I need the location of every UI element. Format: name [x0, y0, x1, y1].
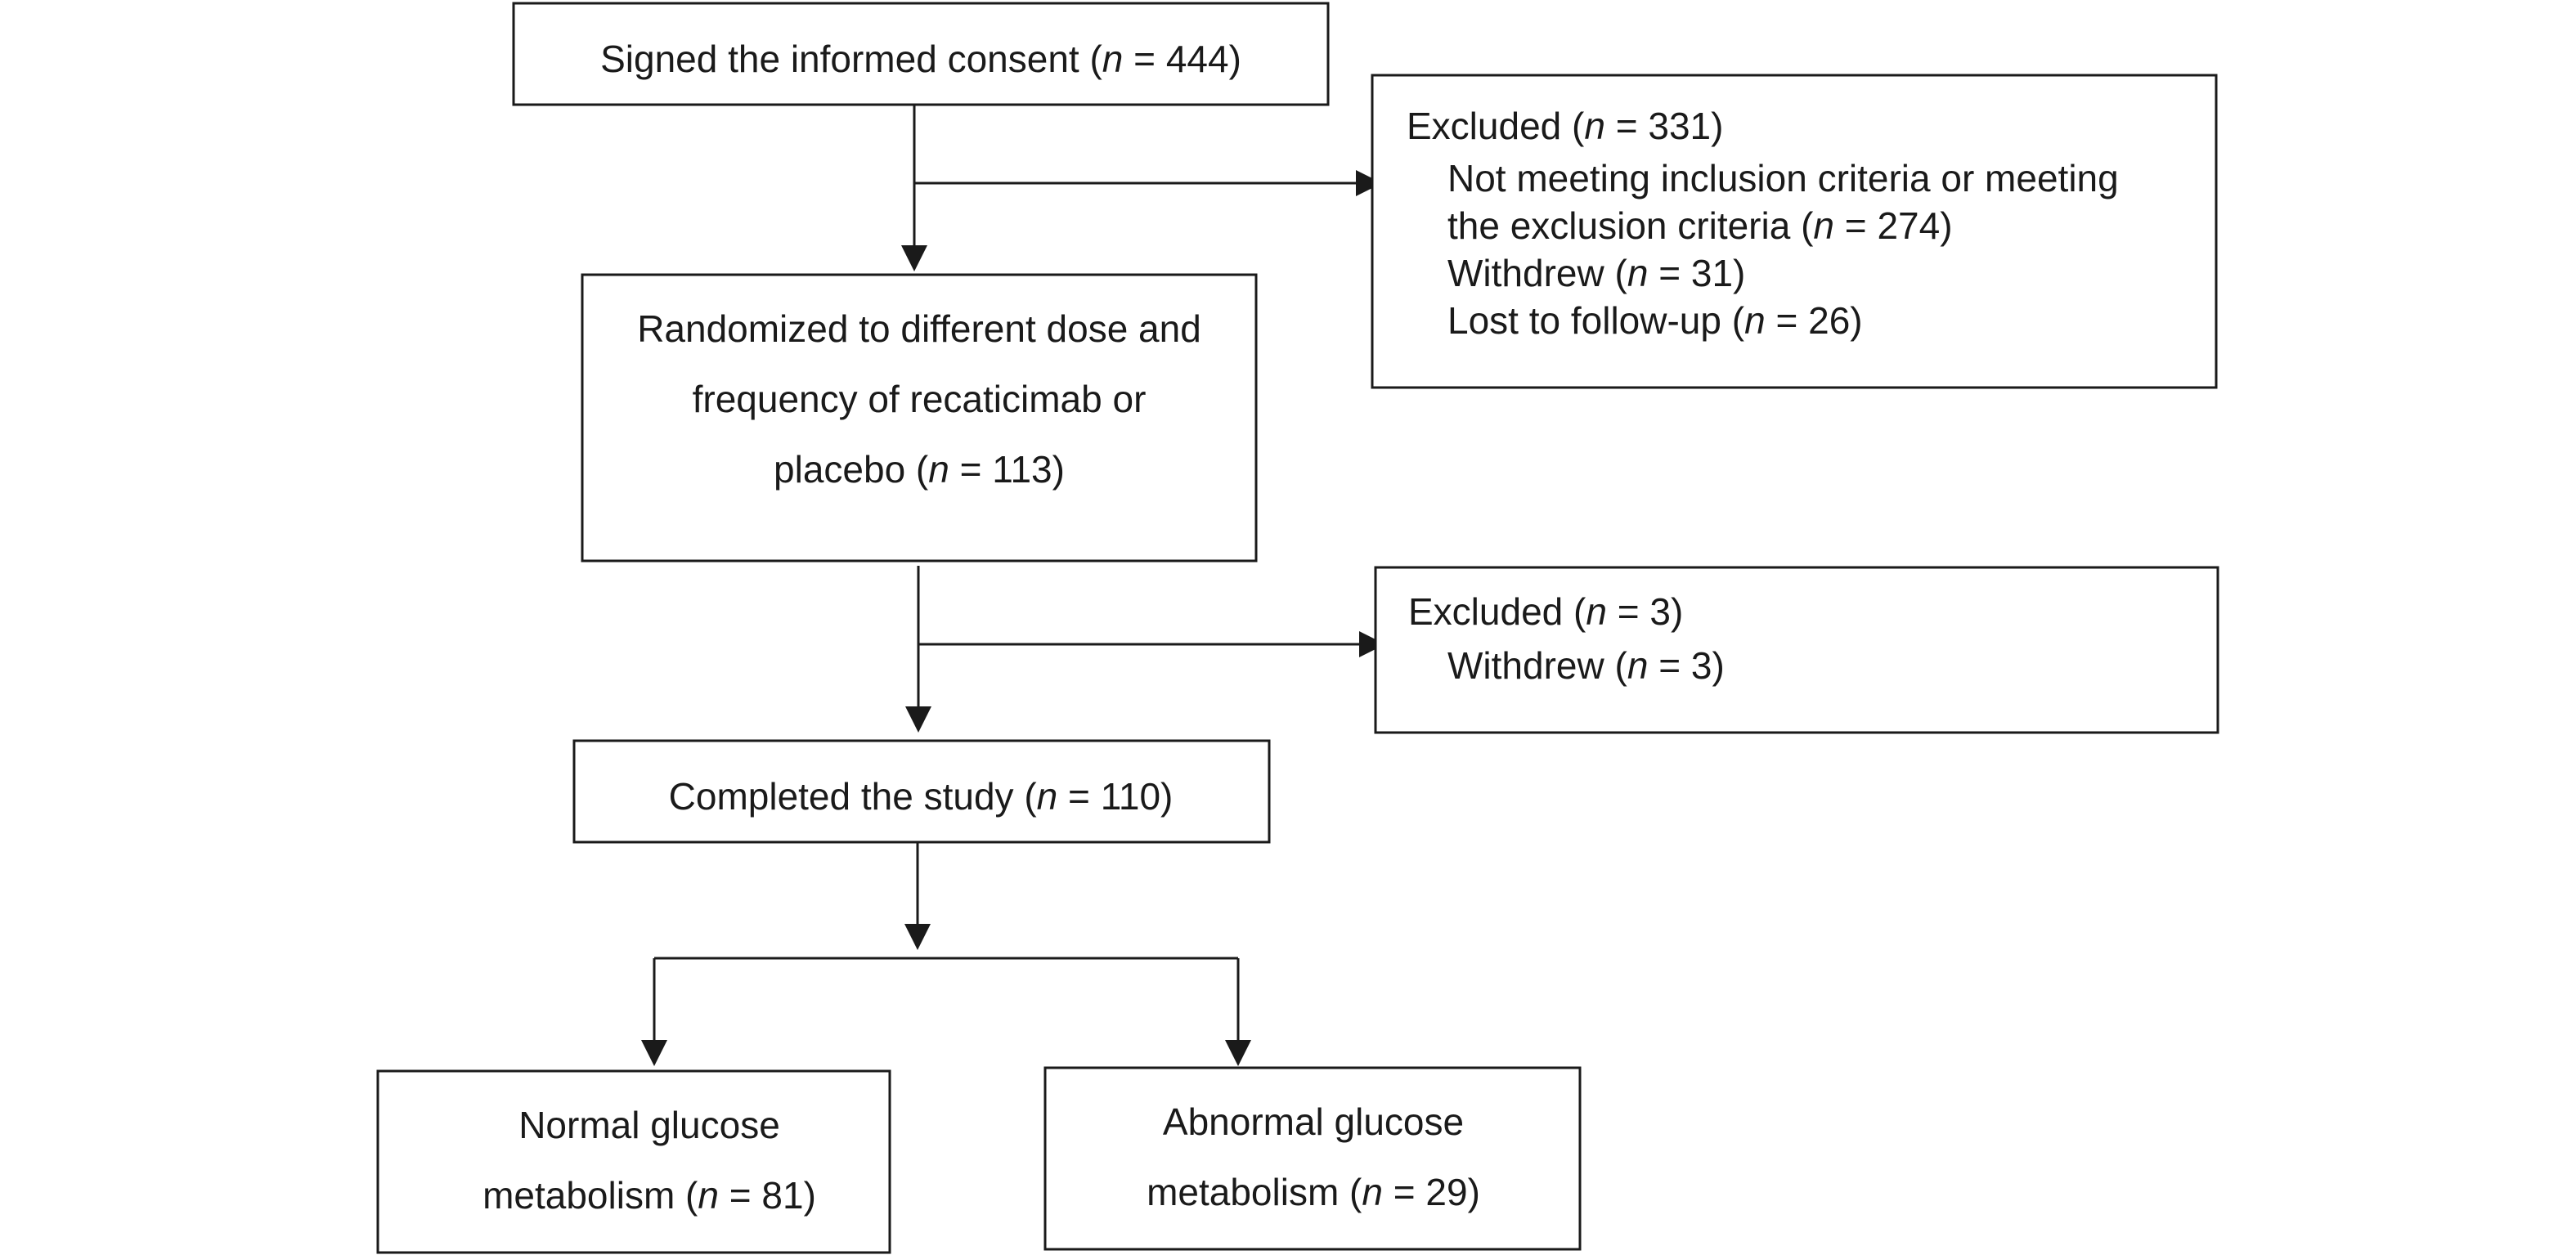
- excluded2-item: Withdrew (n = 3): [1447, 644, 1725, 687]
- normal-line: metabolism (n = 81): [482, 1174, 816, 1217]
- abnormal-box: Abnormal glucose metabolism (n = 29): [1043, 1066, 1582, 1251]
- arrowhead-to-randomized: [901, 245, 927, 271]
- abnormal-line: Abnormal glucose: [1163, 1100, 1464, 1143]
- normal-line: Normal glucose: [518, 1104, 780, 1146]
- arrowhead-to-excluded1: [1356, 170, 1382, 196]
- excluded1-title: Excluded (n = 331): [1407, 105, 1723, 147]
- arrowhead-to-normal: [641, 1040, 667, 1066]
- completed-text: Completed the study (n = 110): [669, 775, 1174, 818]
- consent-box: Signed the informed consent (n = 444): [512, 2, 1330, 106]
- normal-box: Normal glucose metabolism (n = 81): [376, 1069, 891, 1254]
- arrowhead-to-excluded2: [1359, 631, 1385, 657]
- excluded1-item: Lost to follow-up (n = 26): [1447, 299, 1863, 342]
- arrowhead-to-split: [904, 924, 931, 950]
- excluded1-item: Withdrew (n = 31): [1447, 252, 1745, 294]
- consent-text: Signed the informed consent (n = 444): [600, 38, 1241, 80]
- arrowhead-to-completed: [905, 706, 931, 733]
- randomized-line: placebo (n = 113): [774, 448, 1065, 491]
- excluded2-title: Excluded (n = 3): [1408, 590, 1683, 633]
- randomized-line: frequency of recaticimab or: [693, 378, 1147, 420]
- completed-box: Completed the study (n = 110): [572, 739, 1271, 844]
- arrowhead-to-abnormal: [1225, 1040, 1251, 1066]
- excluded1-item: Not meeting inclusion criteria or meetin…: [1447, 157, 2119, 199]
- excluded1-box: Excluded (n = 331) Not meeting inclusion…: [1371, 74, 2218, 389]
- randomized-line: Randomized to different dose and: [637, 307, 1201, 350]
- randomized-box: Randomized to different dose and frequen…: [581, 273, 1258, 563]
- abnormal-line: metabolism (n = 29): [1147, 1171, 1480, 1213]
- connectors: [641, 105, 1385, 1066]
- excluded2-box: Excluded (n = 3) Withdrew (n = 3): [1374, 566, 2219, 734]
- excluded1-item: the exclusion criteria (n = 274): [1447, 204, 1953, 247]
